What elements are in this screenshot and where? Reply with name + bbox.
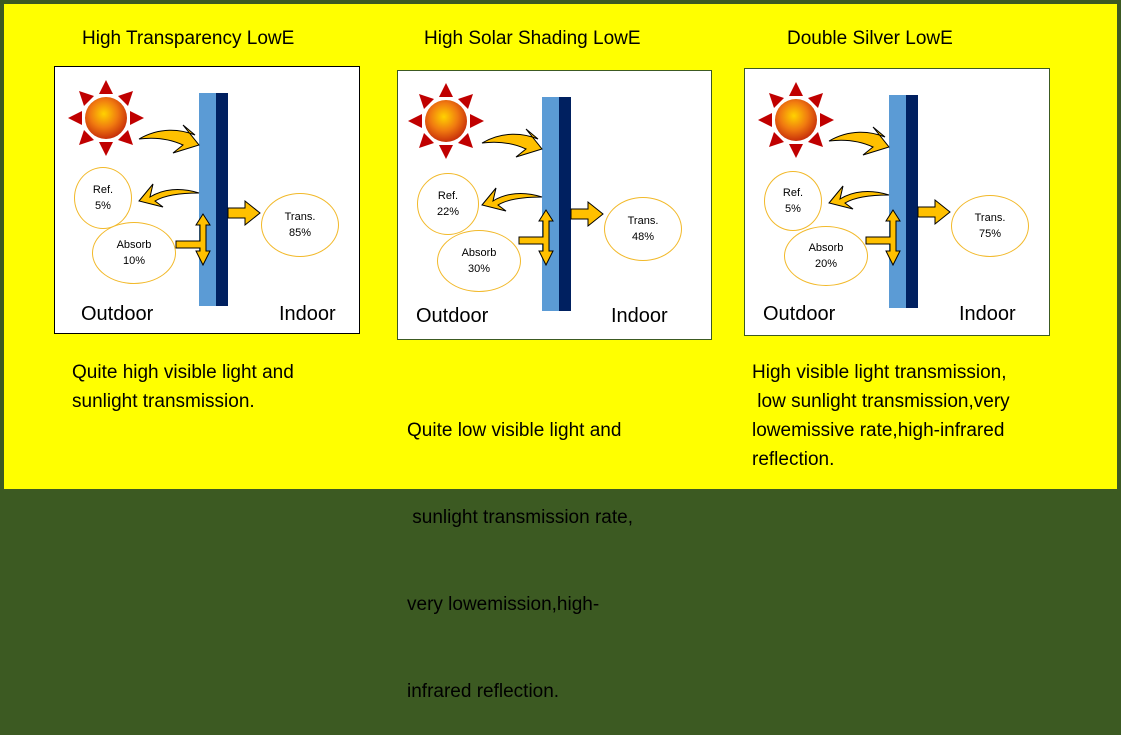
transmission-value: 75%	[978, 228, 1002, 240]
description-high-solar-shading: Quite low visible light and sunlight tra…	[407, 358, 633, 735]
glass-outer-pane	[889, 95, 906, 308]
transmission-arrow	[917, 198, 951, 226]
panel-title-high-transparency: High Transparency LowE	[82, 28, 295, 49]
glass-lowe-coating	[559, 97, 571, 311]
sun-icon	[68, 80, 144, 156]
description-line: Quite high visible light and	[72, 362, 294, 383]
panel-high-solar-shading: Ref. 22% Absorb 30% Trans. 48% Outdoor I…	[397, 70, 712, 340]
glass-outer-pane	[199, 93, 216, 306]
reflection-ellipse: Ref. 5%	[764, 171, 822, 231]
absorption-value: 10%	[122, 255, 146, 267]
absorption-ellipse: Absorb 30%	[437, 230, 521, 292]
glass-outer-pane	[542, 97, 559, 311]
description-high-transparency: Quite high visible light and sunlight tr…	[72, 358, 294, 416]
outdoor-label: Outdoor	[416, 305, 489, 327]
absorption-label: Absorb	[461, 247, 497, 259]
absorption-value: 20%	[814, 258, 838, 270]
reflection-arrow	[138, 183, 200, 208]
transmission-arrow	[570, 200, 604, 228]
glass-lowe-coating	[906, 95, 918, 308]
indoor-label: Indoor	[959, 303, 1016, 325]
absorption-ellipse: Absorb 10%	[92, 222, 176, 284]
absorption-arrow	[865, 209, 901, 267]
description-line: High visible light transmission,	[752, 362, 1007, 383]
description-line: sunlight transmission rate,	[407, 507, 633, 528]
reflection-ellipse: Ref. 5%	[74, 167, 132, 229]
reflection-value: 5%	[785, 203, 801, 215]
description-line: low sunlight transmission,very	[752, 391, 1010, 412]
indoor-label: Indoor	[611, 305, 668, 327]
reflection-ellipse: Ref. 22%	[417, 173, 479, 235]
absorption-arrow	[518, 209, 554, 267]
absorption-arrow	[175, 213, 211, 267]
transmission-value: 85%	[288, 227, 312, 239]
panel-title-high-solar-shading: High Solar Shading LowE	[424, 28, 641, 49]
reflection-value: 5%	[95, 200, 111, 212]
reflection-label: Ref.	[92, 184, 114, 196]
incoming-sunlight-arrow	[828, 126, 890, 156]
reflection-label: Ref.	[782, 187, 804, 199]
incoming-sunlight-arrow	[138, 124, 200, 154]
description-line: lowemissive rate,high-infrared	[752, 420, 1005, 441]
transmission-label: Trans.	[627, 215, 659, 227]
glass-lowe-coating	[216, 93, 228, 306]
reflection-arrow	[481, 187, 543, 212]
absorption-ellipse: Absorb 20%	[784, 226, 868, 286]
description-line: Quite low visible light and	[407, 420, 622, 441]
description-line: sunlight transmission.	[72, 391, 255, 412]
indoor-label: Indoor	[279, 303, 336, 325]
outdoor-label: Outdoor	[763, 303, 836, 325]
panel-double-silver: Ref. 5% Absorb 20% Trans. 75% Outdoor In…	[744, 68, 1050, 336]
transmission-ellipse: Trans. 48%	[604, 197, 682, 261]
absorption-value: 30%	[467, 263, 491, 275]
reflection-arrow	[828, 185, 890, 210]
outdoor-label: Outdoor	[81, 303, 154, 325]
panel-high-transparency: Ref. 5% Absorb 10% Trans. 85% Outdoor In…	[54, 66, 360, 334]
transmission-ellipse: Trans. 85%	[261, 193, 339, 257]
transmission-arrow	[227, 199, 261, 227]
panel-title-double-silver: Double Silver LowE	[787, 28, 953, 49]
incoming-sunlight-arrow	[481, 128, 543, 158]
reflection-label: Ref.	[437, 190, 459, 202]
transmission-label: Trans.	[974, 212, 1006, 224]
transmission-label: Trans.	[284, 211, 316, 223]
absorption-label: Absorb	[116, 239, 152, 251]
transmission-value: 48%	[631, 231, 655, 243]
description-line: very lowemission,high-	[407, 594, 600, 615]
description-double-silver: High visible light transmission, low sun…	[752, 358, 1010, 474]
reflection-value: 22%	[436, 206, 460, 218]
transmission-ellipse: Trans. 75%	[951, 195, 1029, 257]
sun-icon	[758, 82, 834, 158]
description-line: infrared reflection.	[407, 681, 560, 702]
sun-icon	[408, 83, 484, 159]
description-line: reflection.	[752, 449, 835, 470]
absorption-label: Absorb	[808, 242, 844, 254]
